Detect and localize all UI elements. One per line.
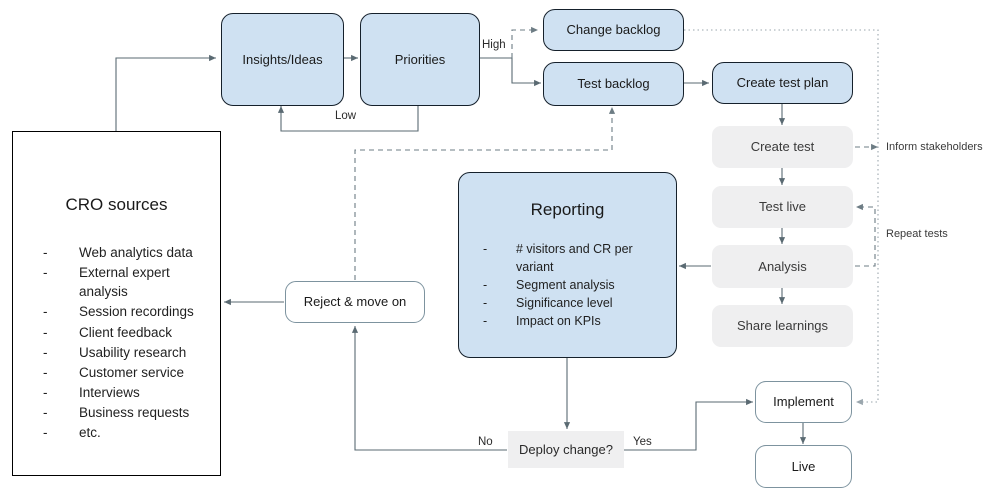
node-label: Insights/Ideas [242, 51, 323, 67]
edge-analysis-repeat-tests-to-test-live [855, 203, 876, 267]
node-live[interactable]: Live [755, 445, 852, 488]
reporting-list: # visitors and CR per variant Segment an… [459, 240, 676, 331]
list-item: Client feedback [39, 323, 208, 342]
edge-label-no: No [478, 436, 493, 448]
node-insights-ideas[interactable]: Insights/Ideas [221, 13, 344, 106]
list-item: External expert analysis [39, 263, 208, 301]
node-cro-sources[interactable]: CRO sources Web analytics data External … [12, 131, 221, 476]
node-label: Create test [750, 139, 815, 155]
node-test-live[interactable]: Test live [712, 186, 853, 228]
node-create-test[interactable]: Create test [712, 126, 853, 168]
node-label: Live [791, 458, 816, 474]
edge-label-yes: Yes [633, 436, 652, 448]
list-item: Business requests [39, 403, 208, 422]
node-label: Test backlog [577, 76, 650, 92]
list-item: etc. [39, 423, 208, 442]
edge-priorities-to-test-backlog [480, 57, 541, 87]
list-item: Significance level [481, 294, 668, 312]
node-share-learnings[interactable]: Share learnings [712, 305, 853, 347]
node-reject-move-on[interactable]: Reject & move on [285, 281, 425, 323]
node-label: Analysis [758, 258, 807, 274]
list-item: Customer service [39, 363, 208, 382]
node-label: Create test plan [736, 75, 829, 91]
list-item: Impact on KPIs [481, 312, 668, 330]
edge-label-low: Low [335, 110, 357, 122]
node-implement[interactable]: Implement [755, 381, 852, 423]
node-label: Priorities [394, 51, 446, 67]
node-priorities[interactable]: Priorities [360, 13, 480, 106]
node-test-backlog[interactable]: Test backlog [543, 62, 684, 106]
list-item: Segment analysis [481, 276, 668, 294]
node-analysis[interactable]: Analysis [712, 245, 853, 288]
node-deploy-change[interactable]: Deploy change? [508, 431, 624, 468]
node-label: Reject & move on [303, 294, 407, 310]
cro-sources-list: Web analytics data External expert analy… [13, 243, 220, 443]
node-reporting[interactable]: Reporting # visitors and CR per variant … [458, 172, 677, 358]
node-label: Test live [759, 199, 806, 215]
list-item: Usability research [39, 343, 208, 362]
edge-cro-to-insights [115, 54, 216, 139]
node-label: Share learnings [736, 318, 829, 334]
node-label: Implement [773, 394, 834, 410]
edge-label-high: High [482, 39, 506, 51]
list-item: Web analytics data [39, 243, 208, 262]
node-change-backlog[interactable]: Change backlog [543, 9, 684, 51]
node-create-test-plan[interactable]: Create test plan [712, 62, 853, 104]
list-item: Interviews [39, 383, 208, 402]
node-label: Change backlog [566, 22, 661, 38]
edge-label-repeat-tests: Repeat tests [886, 228, 948, 240]
cro-sources-title: CRO sources [65, 195, 168, 214]
list-item: # visitors and CR per variant [481, 240, 668, 276]
edge-priorities-high-to-change-backlog [511, 26, 538, 58]
list-item: Session recordings [39, 302, 208, 321]
reporting-title: Reporting [530, 200, 605, 219]
edge-label-inform-stakeholders: Inform stakeholders [886, 141, 983, 153]
node-label: Deploy change? [519, 441, 613, 457]
